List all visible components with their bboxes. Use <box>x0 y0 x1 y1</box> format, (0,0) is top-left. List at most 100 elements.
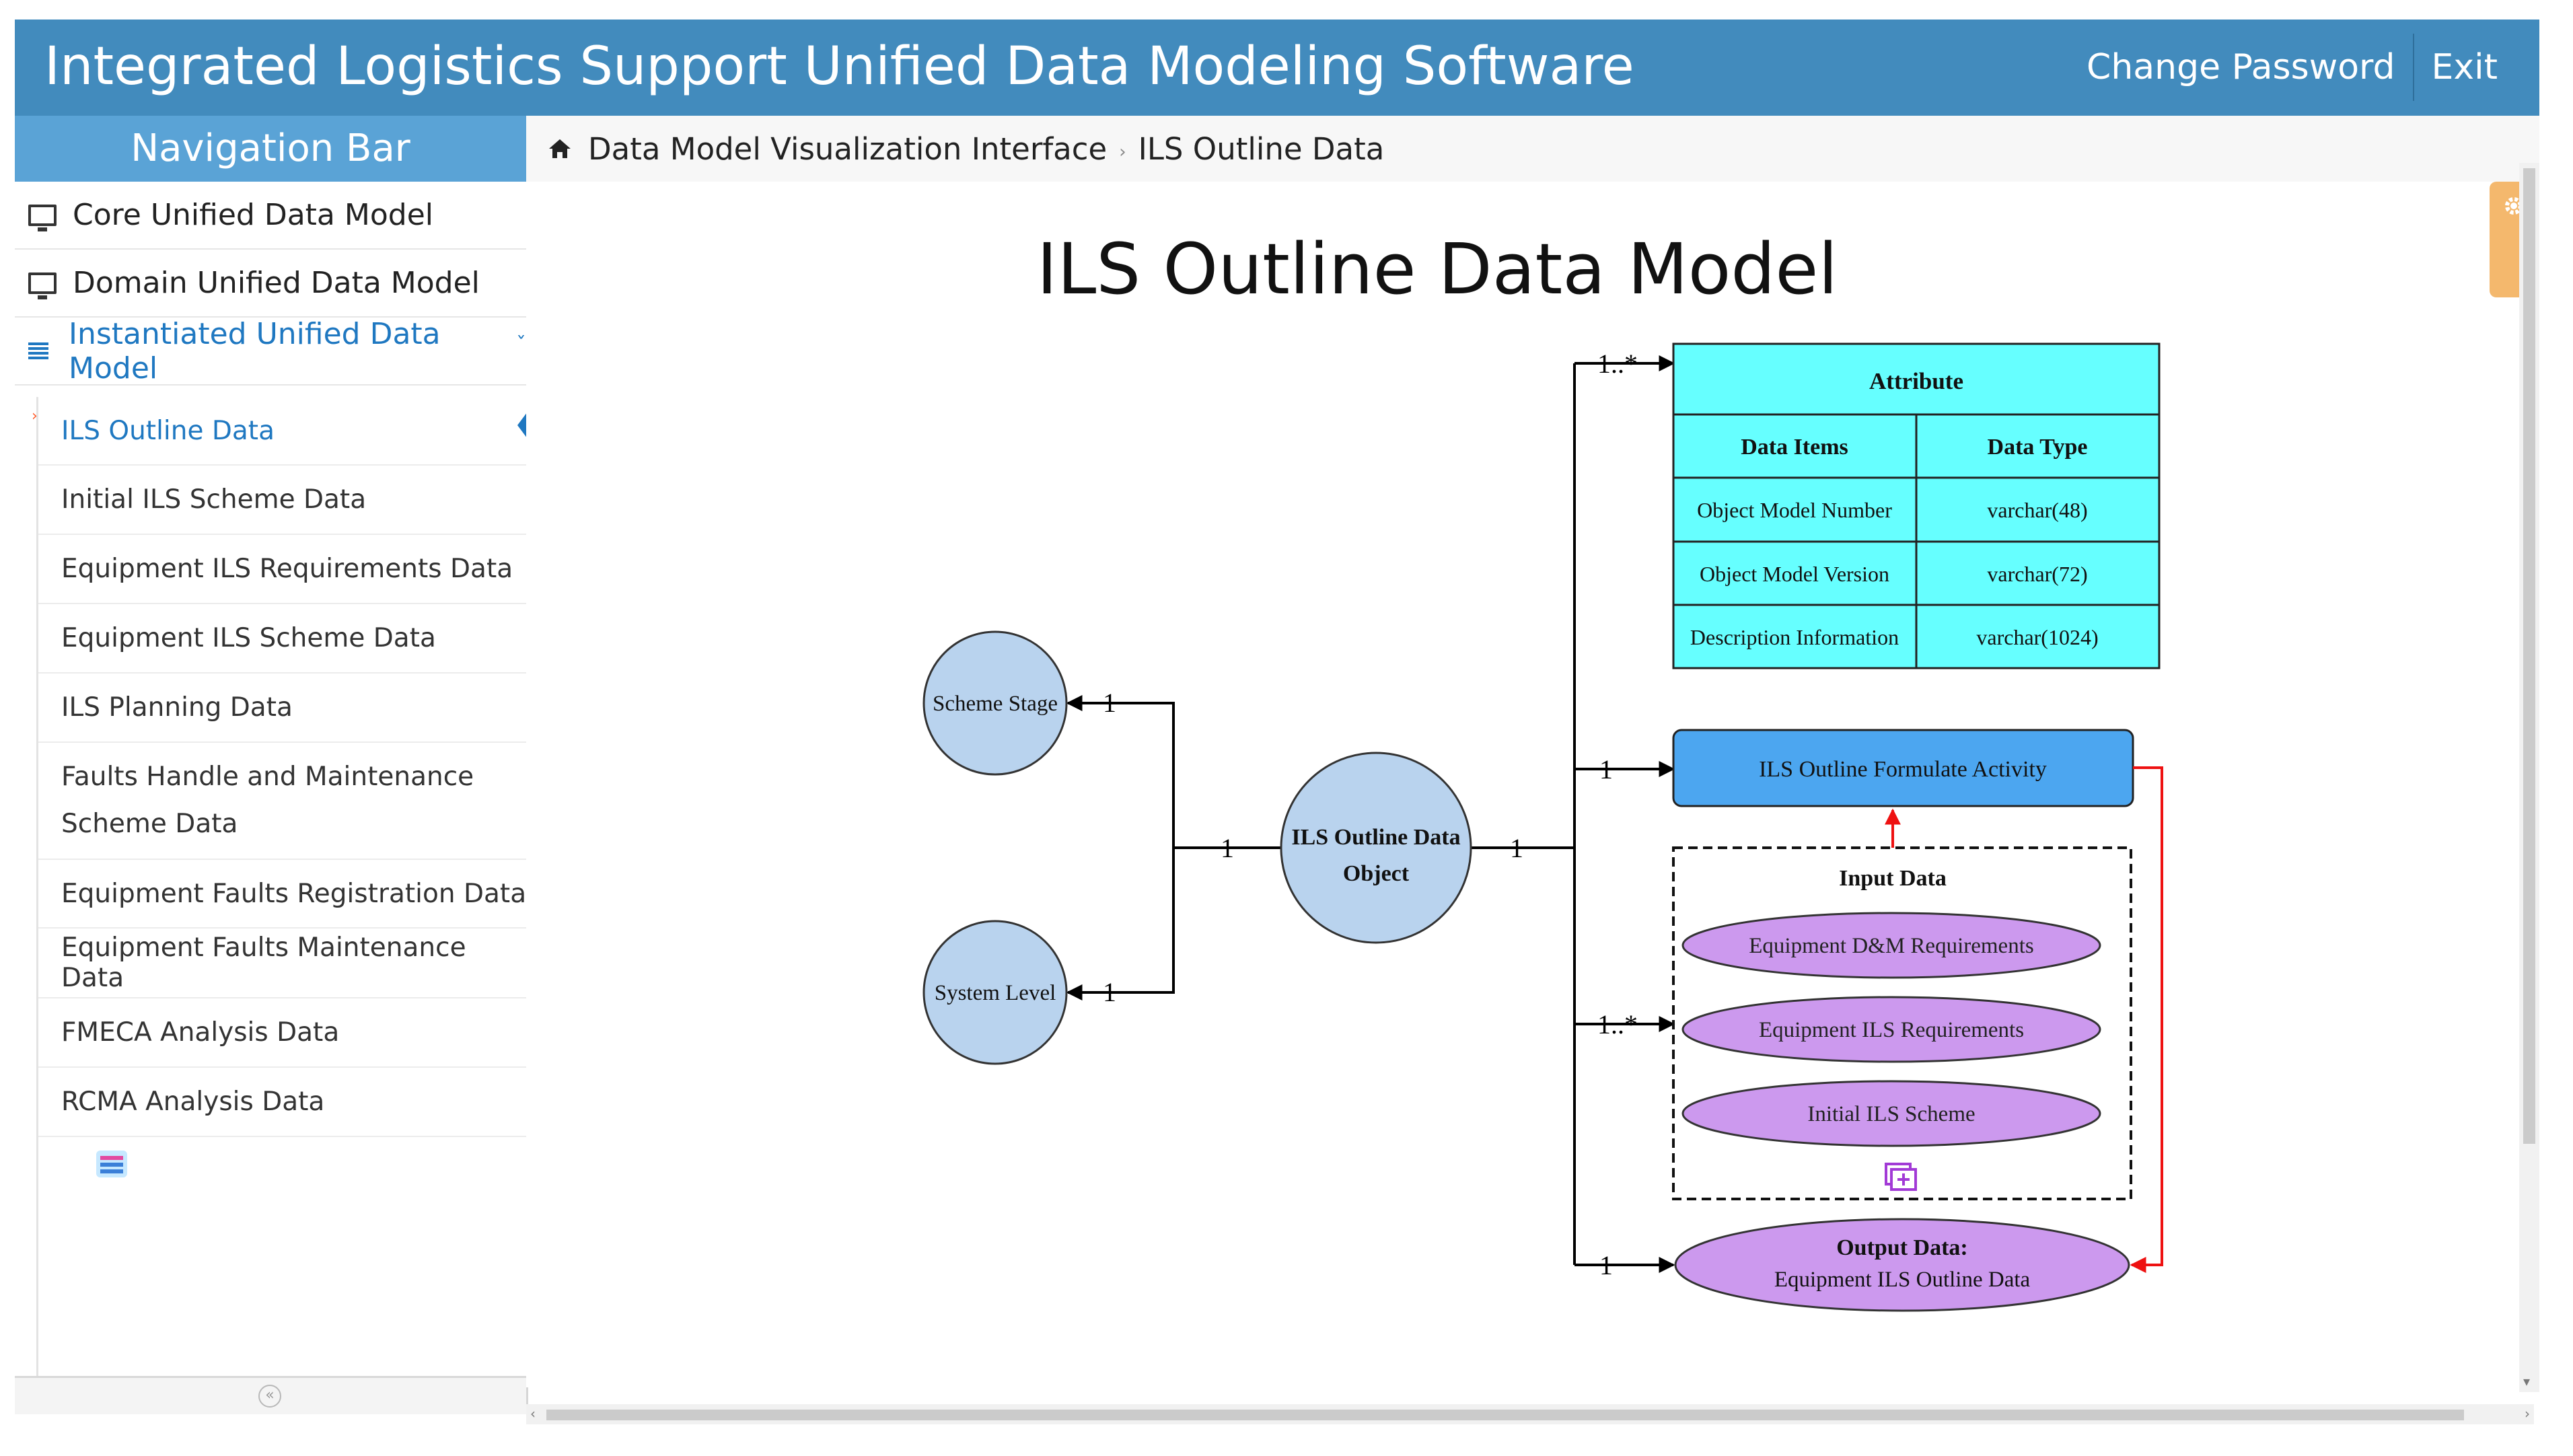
output-label-line2: Equipment ILS Outline Data <box>1774 1268 2031 1292</box>
attribute-table-title: Attribute <box>1869 368 1963 394</box>
sidebar-item-label: Core Unified Data Model <box>73 198 433 232</box>
app-header: Integrated Logistics Support Unified Dat… <box>15 20 2539 116</box>
activity-label: ILS Outline Formulate Activity <box>1759 757 2047 782</box>
header-divider <box>2412 34 2414 101</box>
nav-title: Navigation Bar <box>15 116 526 182</box>
chevron-down-icon: ˇ <box>516 333 526 357</box>
multiplicity-labels: 1 1 1 1 1..* 1 1..* 1 <box>1103 349 1638 1280</box>
breadcrumb-home[interactable]: Data Model Visualization Interface <box>588 131 1108 167</box>
sub-nav-list: › ILS Outline Data Initial ILS Scheme Da… <box>32 397 527 1414</box>
home-icon[interactable] <box>546 135 573 162</box>
subnav-ils-outline-data[interactable]: › ILS Outline Data <box>32 397 526 466</box>
mult-label-input-data: 1..* <box>1597 1009 1638 1040</box>
ils-outline-object-node[interactable] <box>1280 752 1472 944</box>
sidebar-item-instantiated-model[interactable]: Instantiated Unified Data Model ˇ <box>15 316 526 386</box>
exit-button[interactable]: Exit <box>2431 47 2498 87</box>
subnav-label: RCMA Analysis Data <box>61 1087 325 1117</box>
diagram-title: ILS Outline Data Model <box>1037 228 1838 310</box>
connector-scheme-stage <box>1066 695 1175 848</box>
active-caret-icon <box>517 409 526 441</box>
attribute-table[interactable]: Attribute Data Items Data Type Object Mo… <box>1672 342 2161 669</box>
output-label-line1: Output Data: <box>1836 1235 1968 1260</box>
subnav-label: Equipment ILS Scheme Data <box>61 623 436 653</box>
vertical-scroll-thumb[interactable] <box>2523 168 2535 1144</box>
subnav-fmeca-analysis-data[interactable]: FMECA Analysis Data <box>38 998 526 1068</box>
subnav-faults-handle-maintenance-data[interactable]: Faults Handle and Maintenance Scheme Dat… <box>38 743 526 860</box>
vertical-scrollbar[interactable]: ▾ <box>2519 163 2539 1392</box>
subnav-label: Equipment Faults Maintenance Data <box>61 933 466 993</box>
breadcrumb: Data Model Visualization Interface › ILS… <box>526 116 2539 183</box>
subnav-label: Equipment ILS Requirements Data <box>61 554 513 584</box>
system-level-label: System Level <box>935 981 1056 1005</box>
input-data-title: Input Data <box>1839 866 1947 891</box>
subnav-ils-planning-data[interactable]: ILS Planning Data <box>38 674 526 743</box>
scroll-down-arrow-icon[interactable]: ▾ <box>2523 1373 2531 1389</box>
attribute-cell: Object Model Number <box>1697 498 1892 522</box>
sidebar-item-core-model[interactable]: Core Unified Data Model <box>15 182 526 250</box>
attribute-cell: varchar(48) <box>1987 498 2087 522</box>
subnav-equipment-faults-maintenance-data[interactable]: Equipment Faults Maintenance Data <box>38 929 526 998</box>
subnav-equipment-ils-scheme-data[interactable]: Equipment ILS Scheme Data <box>38 604 526 674</box>
ils-outline-diagram: ILS Outline Data Model 1 1 1 1 1..* <box>922 228 2163 1312</box>
horizontal-scrollbar[interactable]: ‹ › <box>526 1404 2534 1424</box>
input-item-ellipse[interactable] <box>1681 1080 2101 1147</box>
sidebar-item-label: Domain Unified Data Model <box>73 266 480 300</box>
center-label-line1: ILS Outline Data <box>1291 825 1460 850</box>
subnav-label: Equipment Faults Registration Data <box>61 878 527 909</box>
subnav-initial-ils-scheme-data[interactable]: Initial ILS Scheme Data <box>38 466 526 535</box>
diagram-canvas: ILS Outline Data Model 1 1 1 1 1..* <box>526 182 2539 1387</box>
subnav-label: ILS Outline Data <box>61 415 275 446</box>
list-icon <box>28 342 48 360</box>
connector-system-level <box>1066 848 1175 1000</box>
flow-arrows <box>1885 766 2163 1273</box>
subnav-rcma-analysis-data[interactable]: RCMA Analysis Data <box>38 1068 526 1137</box>
mult-label-attribute: 1..* <box>1597 349 1638 379</box>
scheme-stage-label: Scheme Stage <box>933 692 1058 716</box>
header-actions: Change Password Exit <box>2087 34 2498 101</box>
mult-label-center-left: 1 <box>1221 833 1234 863</box>
attribute-header-type: Data Type <box>1988 435 2088 460</box>
sidebar-footer: « <box>15 1376 526 1414</box>
left-connectors <box>1066 355 1675 1273</box>
active-marker-icon: › <box>32 408 38 425</box>
input-item-label: Initial ILS Scheme <box>1807 1102 1975 1126</box>
output-data-ellipse[interactable] <box>1674 1218 2130 1312</box>
subnav-label: Faults Handle and Maintenance Scheme Dat… <box>61 762 474 839</box>
attribute-cell: Object Model Version <box>1700 562 1889 586</box>
scroll-left-arrow-icon[interactable]: ‹ <box>530 1406 536 1422</box>
sidebar-item-domain-model[interactable]: Domain Unified Data Model <box>15 250 526 318</box>
subnav-label: Initial ILS Scheme Data <box>61 484 367 515</box>
sidebar-item-label: Instantiated Unified Data Model <box>69 316 441 386</box>
collapse-sidebar-button[interactable]: « <box>258 1385 281 1408</box>
input-item-ellipse[interactable] <box>1681 912 2101 979</box>
center-label-line2: Object <box>1343 861 1410 886</box>
change-password-button[interactable]: Change Password <box>2087 47 2395 87</box>
mult-label-center-right: 1 <box>1510 833 1523 863</box>
flow-activity-to-output <box>2130 766 2163 1273</box>
monitor-icon <box>28 272 57 299</box>
breadcrumb-current: ILS Outline Data <box>1138 131 1385 167</box>
subnav-label: ILS Planning Data <box>61 692 293 723</box>
sidebar: Navigation Bar Core Unified Data Model D… <box>15 116 528 1414</box>
input-data-box[interactable] <box>1672 846 2132 1200</box>
mult-label-system-level: 1 <box>1103 977 1116 1007</box>
subnav-equipment-ils-requirements-data[interactable]: Equipment ILS Requirements Data <box>38 535 526 604</box>
scroll-right-arrow-icon[interactable]: › <box>2525 1406 2530 1422</box>
monitor-icon <box>28 204 57 231</box>
app-frame: Integrated Logistics Support Unified Dat… <box>15 20 2539 1434</box>
add-list-icon[interactable] <box>96 1151 127 1177</box>
add-input-icon[interactable] <box>1885 1163 1917 1191</box>
system-level-node[interactable] <box>922 920 1068 1065</box>
horizontal-scroll-thumb[interactable] <box>546 1410 2464 1420</box>
mult-label-output: 1 <box>1599 1250 1613 1280</box>
input-item-label: Equipment ILS Requirements <box>1759 1018 2024 1042</box>
attribute-header-items: Data Items <box>1741 435 1848 460</box>
subnav-equipment-faults-registration-data[interactable]: Equipment Faults Registration Data <box>38 860 527 929</box>
input-item-label: Equipment D&M Requirements <box>1749 934 2033 958</box>
input-item-ellipse[interactable] <box>1681 996 2101 1063</box>
scheme-stage-node[interactable] <box>922 630 1068 776</box>
attribute-cell: Description Information <box>1690 625 1899 649</box>
mult-label-activity: 1 <box>1599 754 1613 785</box>
subnav-label: FMECA Analysis Data <box>61 1017 340 1048</box>
